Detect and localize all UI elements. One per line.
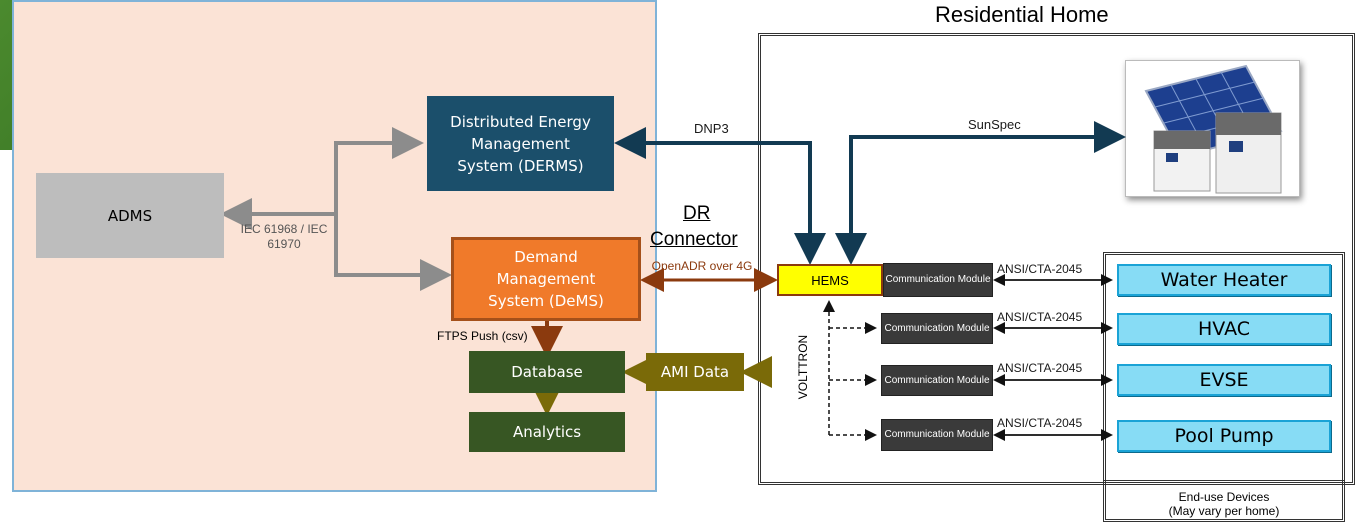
device-pool-pump: Pool Pump	[1117, 420, 1331, 452]
ami-data-label: AMI Data	[660, 363, 730, 381]
dnp3-label: DNP3	[694, 121, 729, 136]
ami-data-block: AMI Data	[646, 353, 744, 391]
comm-module-label: Communication Module	[885, 274, 991, 285]
volttron-label: VOLTTRON	[796, 334, 811, 400]
comm-module-label: Communication Module	[884, 322, 990, 334]
dr-connector-label-line2: Connector	[650, 229, 738, 250]
hems-block: HEMS	[777, 264, 883, 296]
database-label: Database	[511, 363, 583, 381]
device-label: HVAC	[1198, 318, 1250, 340]
sunspec-label: SunSpec	[968, 117, 1021, 132]
device-label: EVSE	[1199, 369, 1249, 391]
database-block: Database	[469, 351, 625, 393]
residential-home-box	[758, 33, 1355, 485]
analytics-label: Analytics	[512, 423, 582, 441]
end-use-line1: End-use Devices	[1178, 490, 1270, 504]
openadr-label: OpenADR over 4G	[651, 259, 753, 273]
ansi-label: ANSI/CTA-2045	[997, 416, 1083, 430]
solar-inverter-image	[1125, 60, 1300, 197]
residential-home-title: Residential Home	[935, 2, 1109, 27]
solar-panel-icon	[1144, 64, 1283, 194]
hems-label: HEMS	[811, 272, 849, 288]
ansi-label: ANSI/CTA-2045	[997, 361, 1083, 375]
end-use-caption: End-use Devices (May vary per home)	[1106, 486, 1342, 522]
analytics-block: Analytics	[469, 412, 625, 452]
comm-module-2: Communication Module	[881, 313, 993, 344]
comm-module-hems: Communication Module	[883, 263, 993, 297]
iec-label: IEC 61968 / IEC 61970	[240, 222, 328, 251]
device-evse: EVSE	[1117, 364, 1331, 396]
ansi-label: ANSI/CTA-2045	[997, 310, 1083, 324]
comm-module-label: Communication Module	[884, 374, 990, 386]
device-label: Water Heater	[1160, 269, 1288, 291]
ansi-label: ANSI/CTA-2045	[997, 262, 1083, 276]
device-hvac: HVAC	[1117, 313, 1331, 345]
device-label: Pool Pump	[1174, 425, 1274, 447]
comm-module-label: Communication Module	[884, 429, 990, 440]
device-water-heater: Water Heater	[1117, 264, 1331, 296]
derms-label: Distributed Energy Management System (DE…	[450, 112, 591, 175]
adms-label: ADMS	[107, 206, 153, 225]
dems-label: Demand Management System (DeMS)	[488, 248, 604, 310]
comm-module-4: Communication Module	[881, 419, 993, 451]
dr-connector-label-line1: DR	[683, 203, 711, 224]
adms-block: ADMS	[36, 173, 224, 258]
end-use-divider	[1103, 480, 1345, 483]
dems-block: Demand Management System (DeMS)	[451, 237, 641, 321]
comm-module-3: Communication Module	[881, 365, 993, 396]
derms-block: Distributed Energy Management System (DE…	[427, 96, 614, 191]
ftps-label: FTPS Push (csv)	[437, 329, 528, 343]
end-use-devices-box	[1103, 252, 1345, 522]
end-use-line2: (May vary per home)	[1168, 504, 1280, 518]
